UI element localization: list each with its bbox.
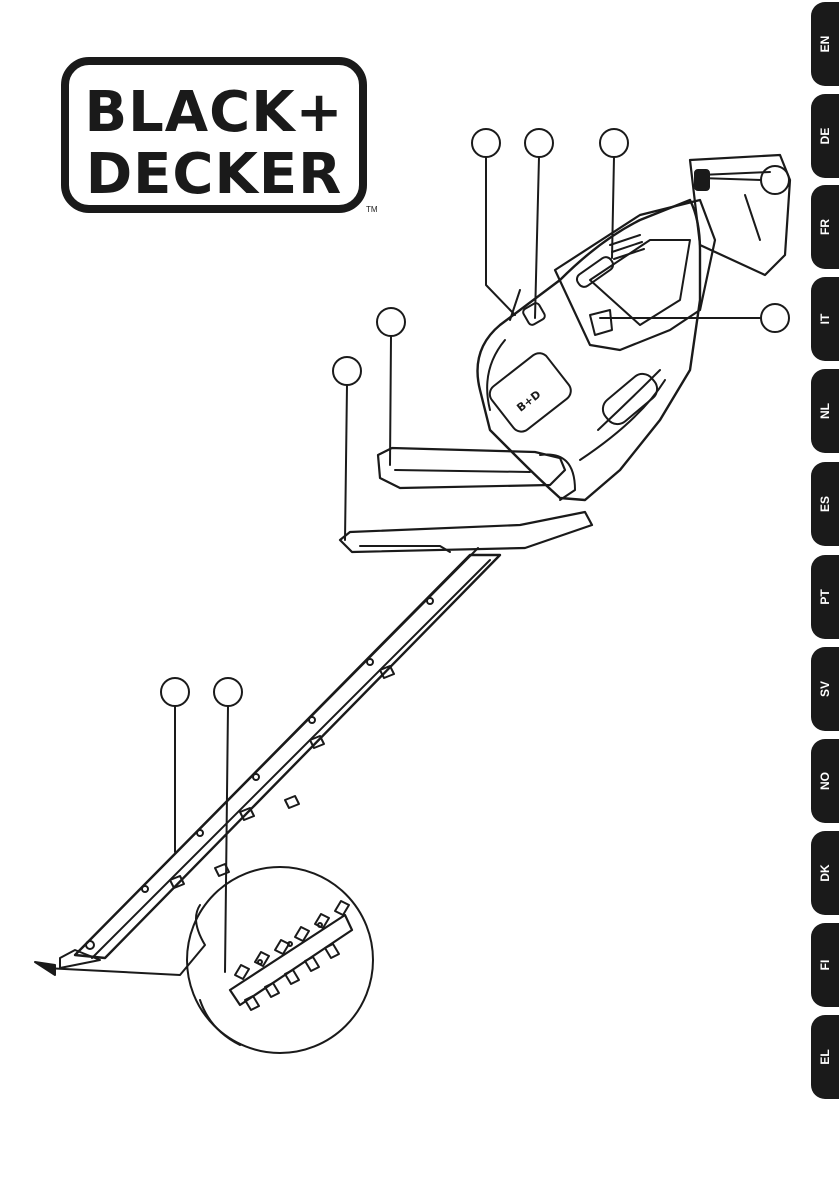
- blade-bar: [60, 548, 500, 968]
- callout-circle-1: [472, 129, 500, 157]
- language-tab-label: FI: [818, 960, 832, 971]
- language-tab-no[interactable]: NO: [811, 739, 839, 823]
- language-tab-label: SV: [818, 681, 832, 697]
- callout-circle-4: [761, 166, 789, 194]
- blade-tip-magnifier: [35, 867, 373, 1053]
- language-tab-es[interactable]: ES: [811, 462, 839, 546]
- language-tab-it[interactable]: IT: [811, 277, 839, 361]
- language-tab-sv[interactable]: SV: [811, 647, 839, 731]
- language-tab-label: FR: [818, 219, 832, 235]
- callout-circle-7: [333, 357, 361, 385]
- language-tab-el[interactable]: EL: [811, 1015, 839, 1099]
- language-tab-label: DE: [818, 128, 832, 145]
- language-tab-label: EL: [818, 1049, 832, 1064]
- front-guard: [340, 512, 592, 552]
- callout-circle-5: [761, 304, 789, 332]
- language-tab-fr[interactable]: FR: [811, 185, 839, 269]
- svg-text:B+D: B+D: [514, 388, 543, 415]
- switch-controls: [510, 290, 612, 335]
- callout-circle-8: [161, 678, 189, 706]
- language-tab-label: EN: [818, 36, 832, 53]
- body-brand-badge: B+D: [486, 349, 575, 435]
- language-tab-de[interactable]: DE: [811, 94, 839, 178]
- front-handle: [378, 448, 575, 500]
- callout-circle-9: [214, 678, 242, 706]
- callout-circle-6: [377, 308, 405, 336]
- language-tab-fi[interactable]: FI: [811, 923, 839, 1007]
- language-tab-strip: EN DE FR IT NL ES PT SV NO DK FI EL: [811, 0, 839, 1191]
- callout-circle-2: [525, 129, 553, 157]
- language-tab-label: NO: [818, 772, 832, 790]
- language-tab-label: IT: [818, 314, 832, 325]
- language-tab-dk[interactable]: DK: [811, 831, 839, 915]
- language-tab-label: ES: [818, 496, 832, 512]
- language-tab-pt[interactable]: PT: [811, 555, 839, 639]
- language-tab-label: DK: [818, 864, 832, 881]
- motor-housing: [478, 200, 701, 500]
- language-tab-label: NL: [818, 403, 832, 419]
- callout-circle-3: [600, 129, 628, 157]
- language-tab-label: PT: [818, 589, 832, 604]
- language-tab-en[interactable]: EN: [811, 2, 839, 86]
- language-tab-nl[interactable]: NL: [811, 369, 839, 453]
